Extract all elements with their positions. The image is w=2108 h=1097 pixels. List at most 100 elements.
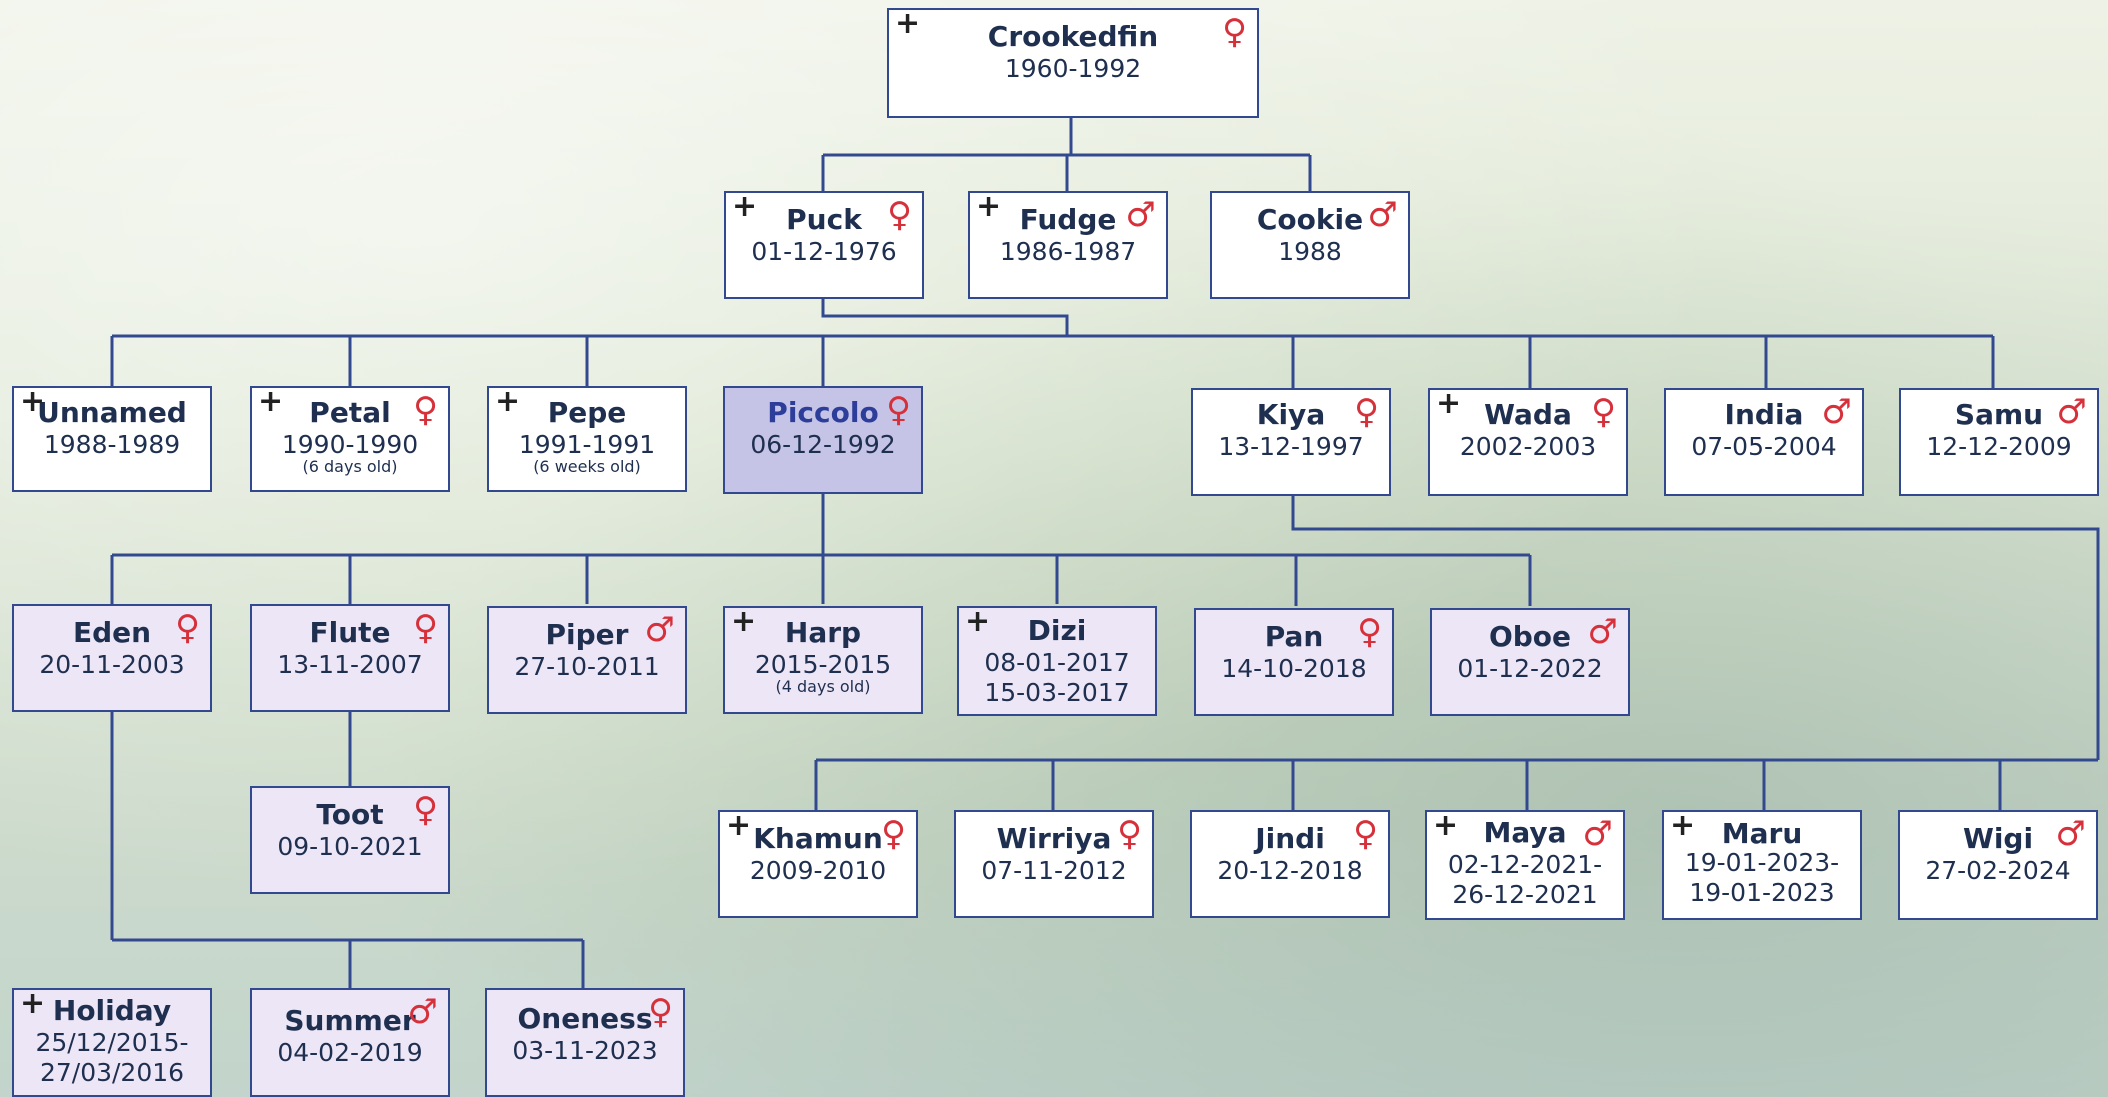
node-dates: 27-10-2011 bbox=[514, 652, 660, 681]
node-name: Unnamed bbox=[37, 396, 187, 429]
node-dates: 07-05-2004 bbox=[1691, 432, 1837, 461]
node-india[interactable]: ♂ India 07-05-2004 bbox=[1664, 388, 1864, 496]
deceased-marker: + bbox=[20, 384, 46, 419]
deceased-marker: + bbox=[726, 808, 752, 843]
deceased-marker: + bbox=[20, 986, 46, 1021]
node-date-birth: 19-01-2023- bbox=[1684, 848, 1840, 877]
deceased-marker: + bbox=[965, 604, 991, 639]
node-name: Piccolo bbox=[767, 396, 879, 429]
node-jindi[interactable]: ♀ Jindi 20-12-2018 bbox=[1190, 810, 1390, 918]
node-name: Harp bbox=[784, 616, 862, 649]
deceased-marker: + bbox=[495, 384, 521, 419]
female-icon: ♀ bbox=[886, 390, 911, 430]
node-cookie[interactable]: ♂ Cookie 1988 bbox=[1210, 191, 1410, 299]
node-piccolo[interactable]: ♀ Piccolo 06-12-1992 bbox=[723, 386, 923, 494]
node-dates: 09-10-2021 bbox=[277, 832, 423, 861]
node-dates: 1960-1992 bbox=[1004, 54, 1142, 83]
node-name: Cookie bbox=[1256, 203, 1364, 236]
node-name: Maya bbox=[1483, 816, 1567, 849]
female-icon: ♀ bbox=[175, 608, 200, 648]
female-icon: ♀ bbox=[1357, 612, 1382, 652]
deceased-marker: + bbox=[1433, 808, 1459, 843]
node-khamun[interactable]: + ♀ Khamun 2009-2010 bbox=[718, 810, 918, 918]
node-unnamed[interactable]: + Unnamed 1988-1989 bbox=[12, 386, 212, 492]
node-maya[interactable]: + ♂ Maya 02-12-2021- 26-12-2021 bbox=[1425, 810, 1625, 920]
node-dates: 12-12-2009 bbox=[1926, 432, 2072, 461]
node-name: Pan bbox=[1264, 620, 1324, 653]
node-dates: 03-11-2023 bbox=[512, 1036, 658, 1065]
deceased-marker: + bbox=[731, 604, 757, 639]
node-name: Wada bbox=[1484, 398, 1572, 431]
node-age-note: (6 days old) bbox=[302, 457, 398, 476]
node-oneness[interactable]: ♀ Oneness 03-11-2023 bbox=[485, 988, 685, 1097]
node-dizi[interactable]: + Dizi 08-01-2017 15-03-2017 bbox=[957, 606, 1157, 716]
node-name: Khamun bbox=[753, 822, 883, 855]
female-icon: ♀ bbox=[413, 790, 438, 830]
node-date-death: 27/03/2016 bbox=[39, 1058, 185, 1087]
deceased-marker: + bbox=[976, 189, 1002, 224]
node-harp[interactable]: + Harp 2015-2015 (4 days old) bbox=[723, 606, 923, 714]
male-icon: ♂ bbox=[407, 992, 438, 1032]
node-puck[interactable]: + ♀ Puck 01-12-1976 bbox=[724, 191, 924, 299]
node-eden[interactable]: ♀ Eden 20-11-2003 bbox=[12, 604, 212, 712]
node-dates: 27-02-2024 bbox=[1925, 856, 2071, 885]
node-pepe[interactable]: + Pepe 1991-1991 (6 weeks old) bbox=[487, 386, 687, 492]
male-icon: ♂ bbox=[644, 610, 675, 650]
node-name: Crookedfin bbox=[987, 20, 1159, 53]
node-dates: 13-12-1997 bbox=[1218, 432, 1364, 461]
deceased-marker: + bbox=[895, 6, 921, 41]
node-dates: 20-11-2003 bbox=[39, 650, 185, 679]
node-maru[interactable]: + Maru 19-01-2023- 19-01-2023 bbox=[1662, 810, 1862, 920]
female-icon: ♀ bbox=[1354, 392, 1379, 432]
node-kiya[interactable]: ♀ Kiya 13-12-1997 bbox=[1191, 388, 1391, 496]
node-dates: 06-12-1992 bbox=[750, 430, 896, 459]
node-dates: 1991-1991 bbox=[518, 430, 656, 459]
node-wirriya[interactable]: ♀ Wirriya 07-11-2012 bbox=[954, 810, 1154, 918]
node-name: Wirriya bbox=[996, 822, 1112, 855]
node-age-note: (4 days old) bbox=[775, 677, 871, 696]
node-piper[interactable]: ♂ Piper 27-10-2011 bbox=[487, 606, 687, 714]
male-icon: ♂ bbox=[1582, 814, 1613, 854]
node-toot[interactable]: ♀ Toot 09-10-2021 bbox=[250, 786, 450, 894]
node-pan[interactable]: ♀ Pan 14-10-2018 bbox=[1194, 608, 1394, 716]
node-wigi[interactable]: ♂ Wigi 27-02-2024 bbox=[1898, 810, 2098, 920]
female-icon: ♀ bbox=[887, 195, 912, 235]
node-samu[interactable]: ♂ Samu 12-12-2009 bbox=[1899, 388, 2099, 496]
node-name: Samu bbox=[1954, 398, 2044, 431]
node-summer[interactable]: ♂ Summer 04-02-2019 bbox=[250, 988, 450, 1097]
node-date-death: 19-01-2023 bbox=[1689, 878, 1835, 907]
node-name: Oneness bbox=[517, 1002, 653, 1035]
node-name: Oboe bbox=[1488, 620, 1572, 653]
node-name: Maru bbox=[1721, 817, 1803, 850]
node-name: Wigi bbox=[1962, 822, 2034, 855]
male-icon: ♂ bbox=[1821, 392, 1852, 432]
deceased-marker: + bbox=[1436, 386, 1462, 421]
node-holiday[interactable]: + Holiday 25/12/2015- 27/03/2016 bbox=[12, 988, 212, 1097]
female-icon: ♀ bbox=[648, 992, 673, 1032]
node-flute[interactable]: ♀ Flute 13-11-2007 bbox=[250, 604, 450, 712]
node-date-death: 15-03-2017 bbox=[984, 678, 1130, 707]
node-name: Pepe bbox=[547, 396, 627, 429]
node-dates: 1988-1989 bbox=[43, 430, 181, 459]
male-icon: ♂ bbox=[1587, 612, 1618, 652]
node-dates: 1986-1987 bbox=[999, 237, 1137, 266]
male-icon: ♂ bbox=[2055, 814, 2086, 854]
female-icon: ♀ bbox=[1591, 392, 1616, 432]
node-name: Toot bbox=[316, 798, 384, 831]
node-crookedfin[interactable]: + ♀ Crookedfin 1960-1992 bbox=[887, 8, 1259, 118]
line-puck-down bbox=[821, 299, 1069, 336]
node-fudge[interactable]: + ♂ Fudge 1986-1987 bbox=[968, 191, 1168, 299]
node-age-note: (6 weeks old) bbox=[533, 457, 641, 476]
node-name: Dizi bbox=[1027, 614, 1087, 647]
node-dates: 13-11-2007 bbox=[277, 650, 423, 679]
node-date-death: 26-12-2021 bbox=[1452, 880, 1598, 909]
node-wada[interactable]: + ♀ Wada 2002-2003 bbox=[1428, 388, 1628, 496]
node-name: India bbox=[1724, 398, 1804, 431]
node-name: Piper bbox=[545, 618, 629, 651]
node-name: Kiya bbox=[1256, 398, 1326, 431]
node-oboe[interactable]: ♂ Oboe 01-12-2022 bbox=[1430, 608, 1630, 716]
node-dates: 07-11-2012 bbox=[981, 856, 1127, 885]
node-dates: 20-12-2018 bbox=[1217, 856, 1363, 885]
male-icon: ♂ bbox=[1367, 195, 1398, 235]
node-petal[interactable]: + ♀ Petal 1990-1990 (6 days old) bbox=[250, 386, 450, 492]
